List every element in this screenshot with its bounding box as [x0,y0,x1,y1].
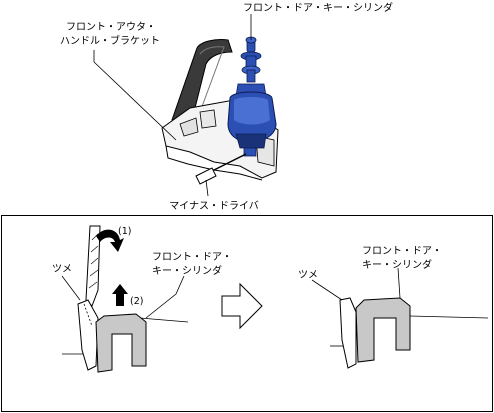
right-arrow-icon [221,282,263,330]
right-cylinder-section [355,297,411,363]
label-bracket-line1: フロント・アウタ・ [66,21,156,33]
left-cylinder-section [95,313,147,373]
label-bracket-line2: ハンドル・ブラケット [60,34,160,47]
right-skin-line [409,315,489,319]
label-screwdriver: マイナス・ドライバ [169,200,259,212]
leader-key-cylinder-left [145,275,185,319]
cylinder-lower [235,133,267,149]
cylinder-tab [243,147,257,157]
label-key-cylinder-left-line2: キー・シリンダ [152,264,222,277]
flathead-screwdriver [195,153,247,185]
label-step-2: (2) [130,296,143,307]
label-claw-right: ツメ [298,270,318,281]
leader-bracket [93,50,177,141]
left-claw [77,299,99,371]
cylinder-body-shade [234,97,270,125]
label-key-cylinder-top: フロント・ドア・キー・シリンダ [243,1,393,14]
bracket-edge [165,145,263,181]
left-blade-hatch [88,233,99,289]
detail-left: (1) (2) ツメ フロント・ドア・ キー・シリンダ [52,225,232,373]
leader-claw-left [61,275,81,301]
right-claw [339,297,357,369]
leader-screwdriver [205,179,209,197]
left-screwdriver-blade [85,225,101,307]
label-key-cylinder-right-line2: キー・シリンダ [362,258,432,271]
label-key-cylinder-right-line1: フロント・ドア・ [362,246,442,257]
up-arrow-icon [112,284,128,306]
outer-handle [171,39,233,129]
bracket-detail-b [199,109,217,129]
cylinder-shaft-2 [246,69,256,83]
label-key-cylinder-left-line1: フロント・ドア・ [152,252,232,263]
top-illustration: フロント・ドア・キー・シリンダ フロント・アウタ・ ハンドル・ブラケット マイナ… [60,1,393,212]
bracket-detail-a [179,117,199,137]
leader-claw-right [311,279,343,301]
outer-handle-highlight [199,46,225,113]
label-claw-left: ツメ [52,264,72,275]
curved-arrow-icon [96,229,124,252]
key-cylinder-top [227,36,277,157]
left-skin-line [139,317,189,323]
detail-right: ツメ フロント・ドア・ キー・シリンダ [298,246,489,369]
label-step-1: (1) [118,226,131,237]
screwdriver-handle [195,167,217,185]
screwdriver-shaft [213,153,247,171]
leader-key-cylinder-right [397,267,401,299]
